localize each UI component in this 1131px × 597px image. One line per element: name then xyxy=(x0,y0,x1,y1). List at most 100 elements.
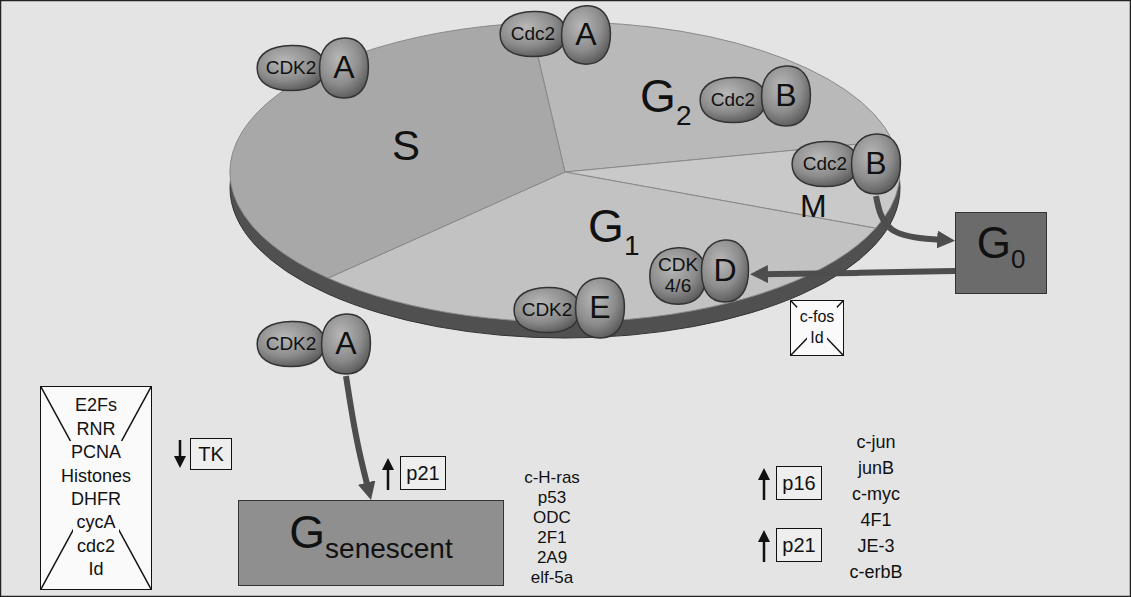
node-text: Cdc2 xyxy=(803,154,847,175)
label-slot: 2F1 xyxy=(537,528,566,548)
cyclin-blob: D xyxy=(700,238,750,304)
phase-box: G0 xyxy=(955,212,1047,294)
blob-outline xyxy=(852,134,901,194)
gene-box: p16 xyxy=(776,466,822,500)
label-slot: S xyxy=(392,122,420,170)
up-arrow xyxy=(763,478,766,500)
up-arrow-head xyxy=(382,458,394,470)
blob-outline xyxy=(762,66,811,126)
cyclin-blob: E xyxy=(574,276,626,340)
gene-label: elf-5a xyxy=(531,568,574,588)
down-arrow-head xyxy=(174,456,186,468)
gene-label: junB xyxy=(858,458,894,479)
blob-outline xyxy=(514,287,580,332)
node-text: Cdc2 xyxy=(511,24,555,45)
gene-label: c-myc xyxy=(852,484,900,505)
cyclin-blob: B xyxy=(850,132,902,196)
phase-label: G xyxy=(640,70,676,123)
cross-line xyxy=(791,301,843,355)
label-slot: c-H-ras xyxy=(524,468,580,488)
crossed-gene-box: c-fosId xyxy=(790,300,844,356)
gene-label: p53 xyxy=(538,488,566,508)
blob-outline xyxy=(702,240,749,302)
cross-line xyxy=(41,387,151,589)
node-text: Histones xyxy=(58,465,134,488)
gene-label: c-H-ras xyxy=(524,468,580,488)
cross-line xyxy=(791,301,843,355)
label-slot: junB xyxy=(858,458,894,479)
blob-outline xyxy=(322,314,371,374)
label-slot: ODC xyxy=(533,508,571,528)
node-text: 0 xyxy=(1011,245,1025,274)
phase-label: M xyxy=(800,188,827,225)
label-slot: JE-3 xyxy=(857,536,894,557)
s-sector xyxy=(230,23,565,278)
cdk-blob: Cdc2 xyxy=(698,76,768,124)
label-slot: c-myc xyxy=(852,484,900,505)
node-text: B xyxy=(865,146,886,181)
label-slot: G xyxy=(588,200,624,253)
down-arrow xyxy=(179,440,182,458)
node-text: D xyxy=(713,253,736,288)
node-text: DHFR xyxy=(68,488,124,511)
node-text: p21 xyxy=(782,534,815,556)
node-text: CDK2 xyxy=(266,58,317,79)
label-slot: 2 xyxy=(676,100,692,132)
cyclin-blob: A xyxy=(320,312,372,376)
cyclin-blob: A xyxy=(560,4,612,66)
cdk-blob: Cdc2 xyxy=(498,10,568,58)
cyclin-blob: B xyxy=(760,64,812,128)
blob-outline xyxy=(562,6,611,64)
phase-box: Gsenescent xyxy=(238,500,504,586)
gene-label: c-erbB xyxy=(849,562,902,583)
blob-outline xyxy=(650,248,706,304)
label-slot: 1 xyxy=(624,230,640,262)
cdk-blob: CDK 4/6 xyxy=(648,246,708,306)
node-text: A xyxy=(333,50,354,85)
node-text: c-fos xyxy=(797,307,838,328)
node-text: p16 xyxy=(782,472,815,494)
label-slot: elf-5a xyxy=(531,568,574,588)
gene-label: 2F1 xyxy=(537,528,566,548)
node-text: Id xyxy=(85,558,106,581)
phase-label: 2 xyxy=(676,100,692,132)
node-text: E xyxy=(589,290,610,325)
node-text: Id xyxy=(807,328,826,349)
node-text: Cdc2 xyxy=(711,90,755,111)
cdk-blob: CDK2 xyxy=(255,320,327,368)
node-text: CDK2 xyxy=(522,300,573,321)
up-arrow xyxy=(387,468,390,490)
label-slot: G xyxy=(640,70,676,123)
label-slot: M xyxy=(800,188,827,225)
blob-outline xyxy=(500,11,566,56)
transition-arrow xyxy=(346,376,368,488)
transition-arrow xyxy=(876,196,943,240)
node-text: PCNA xyxy=(68,441,124,464)
node-text: cycA xyxy=(73,511,118,534)
blob-outline xyxy=(700,77,766,122)
up-arrow-head xyxy=(758,468,770,480)
node-text: RNR xyxy=(74,418,119,441)
node-text: CDK 4/6 xyxy=(654,255,702,297)
node-text: senescent xyxy=(325,534,453,565)
gene-box: p21 xyxy=(400,456,446,490)
up-arrow-head xyxy=(758,530,770,542)
phase-label: G xyxy=(588,200,624,253)
node-text: G xyxy=(977,219,1011,267)
phase-label: 1 xyxy=(624,230,640,262)
gene-label: c-jun xyxy=(856,432,895,453)
node-text: B xyxy=(775,78,796,113)
node-text: A xyxy=(335,326,356,361)
node-text: G xyxy=(289,507,325,558)
cdk-blob: CDK2 xyxy=(512,286,582,334)
up-arrow xyxy=(763,540,766,562)
gene-label: ODC xyxy=(533,508,571,528)
label-slot: 2A9 xyxy=(537,548,567,568)
label-slot: c-erbB xyxy=(849,562,902,583)
blob-outline xyxy=(320,38,369,98)
gene-label: 4F1 xyxy=(860,510,891,531)
cdk-blob: Cdc2 xyxy=(790,140,860,188)
cyclin-blob: A xyxy=(318,36,370,100)
node-text: CDK2 xyxy=(266,334,317,355)
